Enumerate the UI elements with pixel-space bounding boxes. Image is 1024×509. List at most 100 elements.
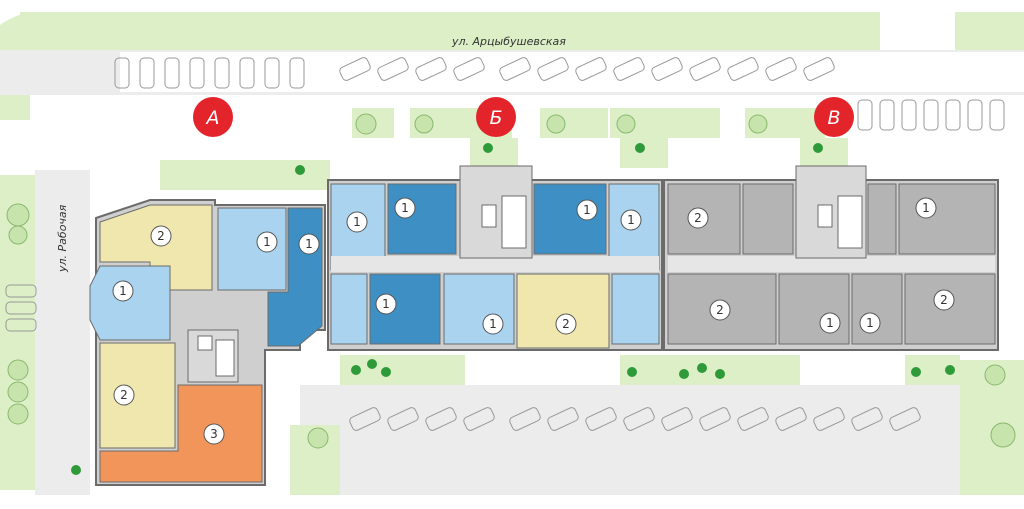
section-marker-a[interactable]: А [193,97,233,137]
apartment-label-badge [203,423,225,445]
unit-b-top-1c[interactable] [533,183,607,255]
apartment-label-text: 1 [866,316,874,330]
tree [7,381,29,403]
lawn-patch [620,355,800,385]
apartment-label-text: 2 [120,388,128,402]
unit-b-bot-2[interactable] [516,273,610,349]
parking-top-left [114,57,305,89]
bush [627,367,637,377]
unit-v-bot-1a[interactable] [778,273,850,345]
section-marker-a-label: А [205,107,220,129]
car [463,407,495,431]
tree [7,403,29,425]
apartment-label: 2 [933,289,955,311]
car [699,407,731,431]
car [425,407,457,431]
car [775,407,807,431]
apartment-label-text: 1 [305,237,313,251]
tree [990,422,1016,448]
unit-v-bot-1b[interactable] [851,273,903,345]
lawn-bottom [960,360,1024,495]
apartment-label: 2 [150,225,172,247]
apartment-label: 2 [555,313,577,335]
car [967,99,983,131]
bush [715,369,725,379]
apartment-label-text: 1 [401,201,409,215]
bush [71,465,81,475]
parking-top-angled [339,57,835,81]
parking-bottom [349,407,921,431]
car [339,57,371,81]
bush [813,143,823,153]
apartment-label: 2 [687,207,709,229]
car [349,407,381,431]
apartment-label-text: 1 [353,215,361,229]
section-marker-b-label: Б [489,107,502,129]
bush [295,165,305,175]
car [945,99,961,131]
apartment-label: 1 [112,280,134,302]
tree [7,359,29,381]
car [879,99,895,131]
apartment-label-badge [859,312,881,334]
lawn-bottom-left [290,425,340,495]
car [585,407,617,431]
apartment-label: 1 [394,197,416,219]
unit-a-bottom-3[interactable] [99,384,263,483]
apartment-label-badge [113,384,135,406]
apartment-label-text: 3 [210,427,218,441]
tree [355,113,377,135]
stairs-b [501,195,527,249]
section-marker-v[interactable]: В [814,97,854,137]
bush [911,367,921,377]
car [613,57,645,81]
unit-a-left-1[interactable] [89,265,171,341]
apartment-labels: 2 1 1 1 2 3 1 1 1 1 1 1 2 2 1 2 1 1 2 [112,197,955,445]
car [727,57,759,81]
car [813,407,845,431]
car [5,284,37,298]
apartment-label: 1 [819,312,841,334]
car [239,57,255,89]
bush [483,143,493,153]
bush [635,143,645,153]
elevator-a [197,335,213,351]
car [737,407,769,431]
unit-b-top-1b[interactable] [387,183,457,255]
apartment-label-badge [709,299,731,321]
apartment-label: 1 [346,211,368,233]
apartment-label-badge [555,313,577,335]
car [851,407,883,431]
unit-v-top-1[interactable] [898,183,996,255]
apartment-label-text: 2 [716,303,724,317]
bushes [71,143,955,475]
apartment-label-text: 2 [694,211,702,225]
bush [367,359,377,369]
tree [414,114,434,134]
unit-v-bot-2b[interactable] [904,273,996,345]
car [803,57,835,81]
car [5,301,37,315]
apartment-label-text: 1 [627,213,635,227]
road-top [120,52,1024,92]
lawn-strip-top [160,160,330,190]
section-marker-b[interactable]: Б [476,97,516,137]
section-a [89,199,326,486]
car [509,407,541,431]
section-marker-b-circle [476,97,516,137]
unit-a-left-2[interactable] [99,342,176,449]
car [214,57,230,89]
street-name-top: ул. Арцыбушевская [451,35,566,48]
apartment-label-text: 2 [562,317,570,331]
car [377,57,409,81]
unit-a-top-2[interactable] [99,204,213,291]
tree [748,114,768,134]
apartment-label-text: 1 [119,284,127,298]
tree [984,364,1006,386]
apartment-label-text: 2 [940,293,948,307]
apartment-label-text: 2 [157,229,165,243]
tree [546,114,566,134]
unit-b-bot-1b[interactable] [443,273,515,345]
unit-a-top-1a[interactable] [217,207,287,291]
